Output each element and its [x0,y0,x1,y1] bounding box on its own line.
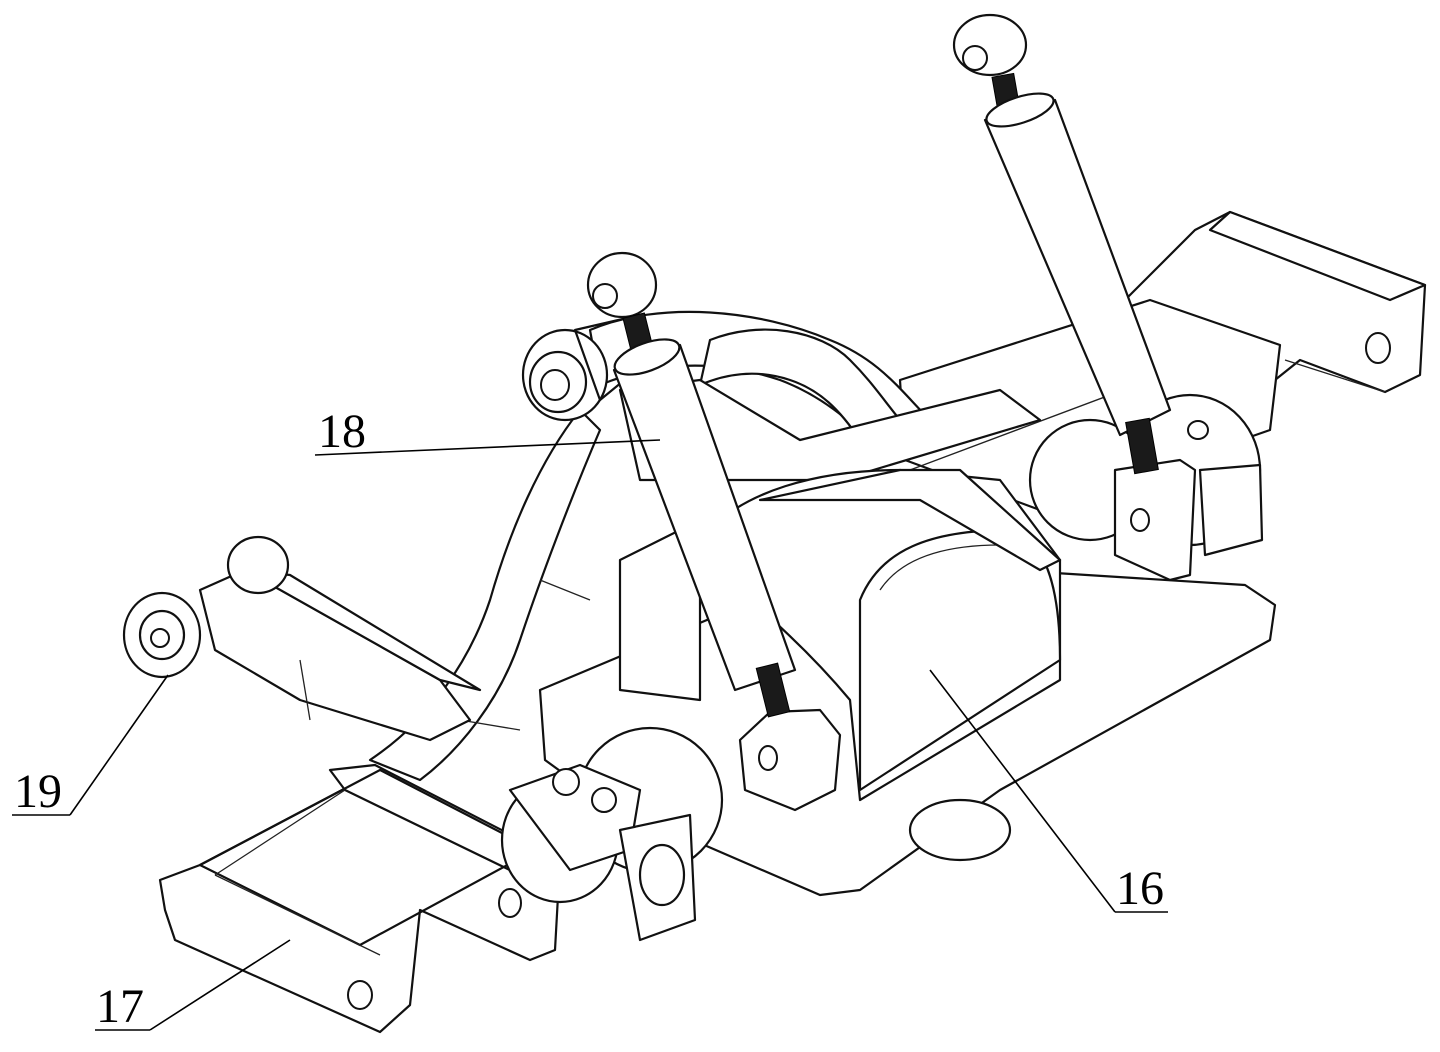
callout-16: 16 [929,669,1168,915]
lower-control-arm [198,535,482,742]
label-17: 17 [96,980,144,1033]
callout-17: 17 [95,939,291,1033]
callout-19: 19 [12,674,169,818]
label-18: 18 [318,405,366,458]
end-bushing [122,591,202,679]
left-knuckle [500,726,724,942]
callout-18: 18 [314,405,661,458]
right-shock-absorber [952,13,1172,475]
label-19: 19 [14,765,62,818]
left-shock-absorber [586,251,797,718]
left-clevis [738,708,842,812]
left-mount-bracket [158,763,562,1034]
label-16: 16 [1116,862,1164,915]
right-knuckle [1028,393,1264,582]
pivot-bushing [521,313,657,422]
